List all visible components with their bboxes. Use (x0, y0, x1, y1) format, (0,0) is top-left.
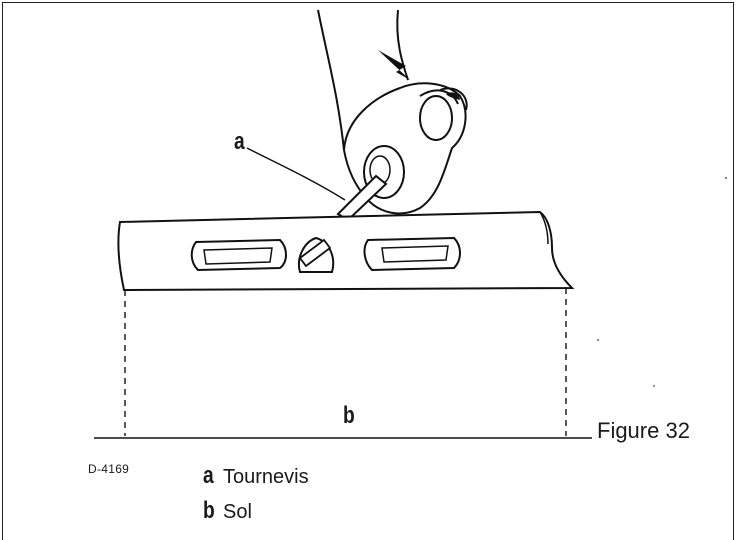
screwdriver-tip (298, 238, 332, 268)
sleeve-outline (396, 9, 409, 81)
blade-edge (539, 211, 549, 245)
speck (653, 385, 655, 387)
left-slot-inner (203, 247, 273, 265)
callout-label-b: b (343, 402, 355, 429)
legend-key: b (203, 497, 215, 524)
thumb (419, 95, 453, 141)
drawing-code: D-4169 (88, 462, 130, 476)
callout-label-a: a (234, 128, 245, 155)
legend-text: Tournevis (223, 466, 309, 488)
legend-text: Sol (223, 501, 252, 523)
legend-item-ground: b Sol (203, 497, 252, 525)
leader-line-a (246, 147, 346, 201)
sleeve-shading (378, 50, 410, 80)
right-slot (363, 236, 461, 272)
right-slot-inner (381, 245, 449, 263)
finger-shade (446, 92, 460, 100)
speck (725, 177, 727, 179)
figure-caption: Figure 32 (597, 418, 690, 443)
legend-key: a (203, 462, 214, 489)
knuckles (419, 87, 468, 111)
legend-item-screwdriver: a Tournevis (203, 462, 309, 490)
arm-outline (317, 9, 345, 151)
left-slot (190, 238, 287, 272)
mower-blade (117, 210, 575, 292)
speck (597, 339, 599, 341)
